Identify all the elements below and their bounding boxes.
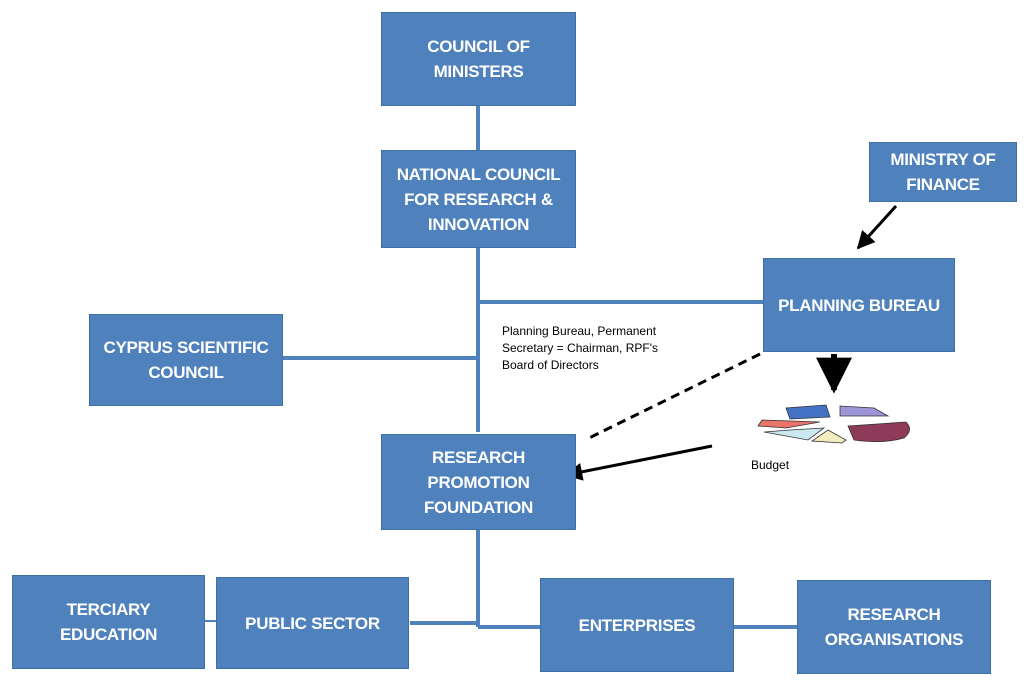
council-of-ministers-label: COUNCIL OF MINISTERS bbox=[427, 37, 530, 81]
ministry-of-finance-box: MINISTRY OF FINANCE bbox=[869, 142, 1017, 202]
research-promotion-foundation-label: RESEARCH PROMOTION FOUNDATION bbox=[423, 447, 534, 517]
terciary-education-box: TERCIARY EDUCATION bbox=[12, 575, 205, 669]
cyprus-scientific-council-box: CYPRUS SCIENTIFIC COUNCIL bbox=[89, 314, 283, 406]
planning-bureau-label: PLANNING BUREAU bbox=[778, 295, 940, 315]
pie-chart-icon bbox=[757, 404, 910, 444]
enterprises-label: ENTERPRISES bbox=[578, 615, 696, 635]
enterprises-box: ENTERPRISES bbox=[540, 578, 734, 672]
research-organisations-label: RESEARCH ORGANISATIONS bbox=[824, 605, 964, 649]
national-council-label: NATIONAL COUNCIL FOR RESEARCH & INNOVATI… bbox=[396, 164, 561, 234]
research-promotion-foundation-box: RESEARCH PROMOTION FOUNDATION bbox=[381, 434, 576, 530]
council-of-ministers-box: COUNCIL OF MINISTERS bbox=[381, 12, 576, 106]
budget-label: Budget bbox=[751, 458, 790, 472]
public-sector-box: PUBLIC SECTOR bbox=[216, 577, 409, 669]
terciary-education-label: TERCIARY EDUCATION bbox=[59, 600, 158, 644]
arrow-budget-to-rpf bbox=[564, 444, 713, 481]
research-organisations-box: RESEARCH ORGANISATIONS bbox=[797, 580, 991, 674]
arrow-ministry-to-planning bbox=[856, 204, 898, 250]
dashed-link-planning-to-rpf bbox=[584, 352, 761, 442]
ministry-of-finance-label: MINISTRY OF FINANCE bbox=[890, 150, 996, 194]
planning-bureau-note: Planning Bureau, Permanent Secretary = C… bbox=[502, 324, 659, 372]
planning-bureau-box: PLANNING BUREAU bbox=[763, 258, 955, 352]
public-sector-label: PUBLIC SECTOR bbox=[245, 613, 380, 633]
national-council-box: NATIONAL COUNCIL FOR RESEARCH & INNOVATI… bbox=[381, 150, 576, 248]
cyprus-scientific-council-label: CYPRUS SCIENTIFIC COUNCIL bbox=[103, 338, 269, 382]
